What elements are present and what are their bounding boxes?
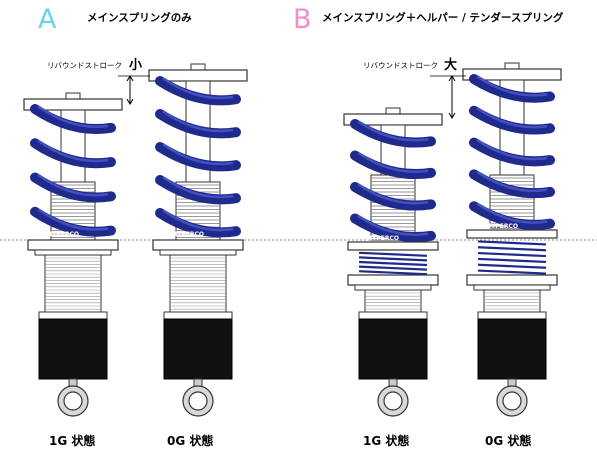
section-b-letter: B: [293, 4, 312, 35]
shock-b-1g-helper-spring-coil: [358, 260, 428, 267]
shock-a-1g-main-spring-highlight: [37, 174, 109, 197]
shock-b-1g-lock-collar: [354, 284, 432, 291]
shock-b-0g-main-spring-highlight: [476, 75, 548, 97]
rebound-stroke-label-a: リバウンドストローク: [47, 61, 122, 70]
shock-a-1g-top-nut: [65, 92, 81, 100]
shock-b-1g-main-spring-highlight: [357, 215, 429, 236]
shock-b-0g-body-ring: [477, 311, 547, 320]
shock-b-1g-main-spring-coil: [350, 213, 436, 243]
shock-a-0g-main-spring-coil: [155, 175, 241, 205]
section-b-title: メインスプリング＋ヘルパー / テンダースプリング: [322, 12, 564, 24]
shock-b-1g-main-spring-coil: [350, 182, 436, 211]
shock-b-1g-helper-spring-coil: [358, 251, 428, 257]
shock-b-0g-main-spring-highlight: [476, 107, 548, 129]
shock-b-1g-main-spring-highlight: [357, 152, 429, 173]
state-label-a-1g: 1G 状態: [49, 434, 96, 448]
shock-b-0g-top-nut: [504, 62, 520, 70]
shock-a-0g-main-spring-highlight: [162, 77, 234, 100]
shock-b-1g-helper-spring-coil: [358, 256, 428, 262]
shock-a-1g-eye-mount-inner: [63, 391, 83, 411]
shock-b-0g-eye-mount-inner: [502, 391, 522, 411]
shock-b-1g-top-nut: [385, 107, 401, 115]
shock-b-1g-damper-body: [358, 318, 428, 380]
shock-b-1g-main-spring-coil: [350, 119, 436, 148]
state-label-b-0g: 0G 状態: [485, 434, 532, 448]
shock-a-1g-main-spring-coil: [30, 206, 116, 237]
shock-b-0g-main-spring-coil: [469, 169, 555, 199]
shock-a-0g-main-spring-highlight: [162, 209, 234, 232]
shock-a-0g-main-spring-coil: [155, 208, 241, 238]
shock-b-1g-spring-brand-text: HYPERCO: [367, 235, 399, 242]
shock-b-1g-main-spring-coil: [350, 150, 436, 180]
shock-b-0g-lower-spring-seat: [466, 274, 558, 286]
shock-b-0g-helper-spring-coil: [477, 240, 547, 246]
shock-b-1g-main-spring-highlight: [357, 183, 429, 205]
shock-a-1g-lock-collar: [34, 249, 112, 256]
shock-a-0g-main-spring-coil: [155, 76, 241, 106]
shock-b-0g-helper-spring-coil: [477, 257, 547, 264]
shock-a-0g-top-nut: [190, 63, 206, 71]
section-a-letter: A: [38, 4, 57, 35]
shock-a-0g-lock-collar: [159, 249, 237, 256]
shock-b-0g-helper-spring-seat: [466, 229, 558, 239]
rebound-stroke-small-mark: 小: [129, 58, 143, 73]
shock-b-1g-lower-spring-seat: [347, 274, 439, 286]
shock-b-1g-helper-spring-coil: [358, 265, 428, 271]
shock-a-1g-main-spring-coil: [30, 138, 116, 169]
shock-a-0g-main-spring-highlight: [162, 176, 234, 199]
shock-b-0g-main-spring-coil: [469, 201, 555, 230]
shock-a-0g-main-spring-coil: [155, 109, 241, 139]
shock-a-1g-main-spring-highlight: [37, 140, 109, 163]
shock-b-0g-main-spring-coil: [469, 74, 555, 103]
shock-a-1g-spring-brand-text: HYPERCO: [47, 231, 79, 238]
shock-a-1g-lower-spring-seat: [27, 239, 119, 251]
shock-b-0g-damper-body: [477, 318, 547, 380]
shock-a-0g-spring-brand-text: HYPERCO: [172, 231, 204, 238]
shock-a-0g-lower-spring-seat: [152, 239, 244, 251]
shock-b-0g-main-spring-coil: [469, 105, 555, 135]
shock-a-1g-main-spring-highlight: [37, 208, 109, 231]
rebound-stroke-arrow-b-head-top: [448, 75, 456, 82]
rebound-stroke-label-b: リバウンドストローク: [363, 61, 438, 70]
shock-b-0g-main-spring-highlight: [476, 139, 548, 161]
state-label-a-0g: 0G 状態: [167, 434, 214, 448]
shock-b-0g-main-spring-coil: [469, 137, 555, 167]
shock-a-0g-damper-body: [163, 318, 233, 380]
shock-a-1g-body-ring: [38, 311, 108, 320]
shock-a-0g-main-spring-highlight: [162, 143, 234, 166]
rebound-stroke-arrow-b-head-bottom: [448, 112, 456, 119]
shock-b-0g-main-spring-highlight: [476, 171, 548, 193]
shock-a-0g-main-spring-highlight: [162, 110, 234, 133]
section-a-title: メインスプリングのみ: [87, 12, 192, 24]
shock-b-0g-lock-collar: [473, 284, 551, 291]
shock-a-0g-body-ring: [163, 311, 233, 320]
shock-b-0g-main-spring-highlight: [476, 202, 548, 224]
shock-b-0g-helper-spring-coil: [477, 263, 547, 269]
shock-b-1g-body-ring: [358, 311, 428, 320]
rebound-stroke-arrow-a-head-top: [126, 75, 134, 82]
shock-a-1g-damper-body: [38, 318, 108, 380]
shock-b-0g-helper-spring-coil: [477, 251, 547, 258]
rebound-stroke-arrow-a-head-bottom: [126, 98, 134, 105]
shock-b-0g-helper-spring-coil: [477, 269, 547, 275]
shock-a-1g-main-spring-highlight: [37, 105, 109, 128]
state-label-b-1g: 1G 状態: [363, 434, 410, 448]
shock-a-1g-main-spring-coil: [30, 104, 116, 135]
rebound-stroke-large-mark: 大: [444, 58, 458, 73]
shock-b-1g-main-spring-highlight: [357, 120, 429, 142]
shock-a-1g-main-spring-coil: [30, 172, 116, 203]
shock-a-0g-main-spring-coil: [155, 142, 241, 172]
shock-b-0g-spring-brand-text: HYPERCO: [486, 223, 518, 230]
shock-b-0g-helper-spring-coil: [477, 246, 547, 252]
shock-b-1g-eye-mount-inner: [383, 391, 403, 411]
shock-a-0g-eye-mount-inner: [188, 391, 208, 411]
shock-b-1g-helper-spring-coil: [358, 270, 428, 276]
shock-b-1g-helper-spring-seat: [347, 241, 439, 251]
